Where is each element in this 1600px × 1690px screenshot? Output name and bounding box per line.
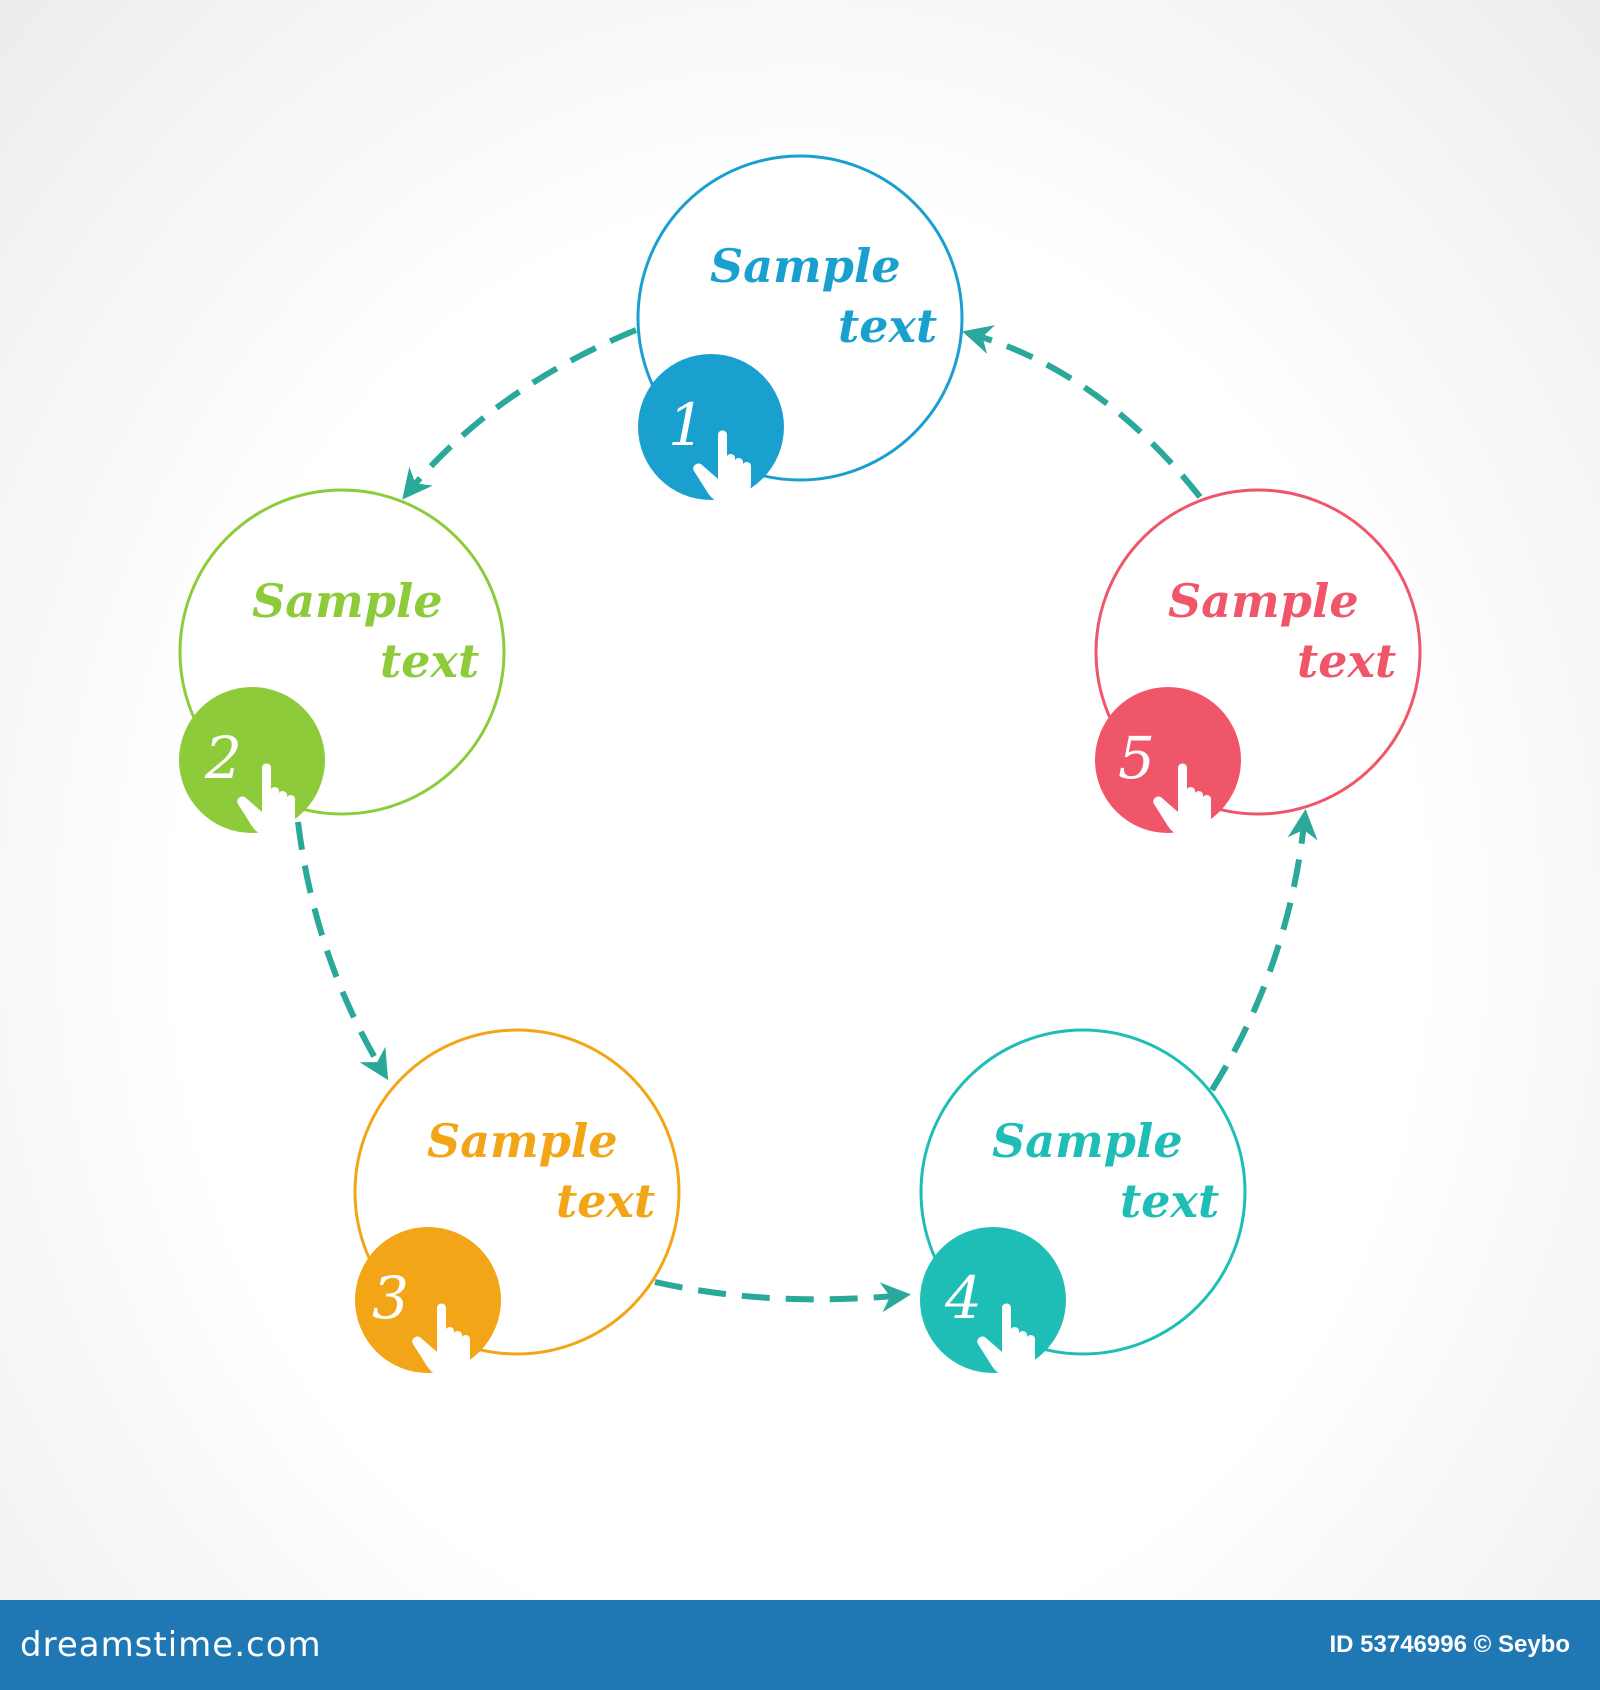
step-5: Sample text 5 [1094,488,1422,836]
arrow-step5-to-step1 [962,325,1203,499]
step-2: Sample text 2 [178,488,506,836]
step-5-label-line2: text [1297,634,1396,688]
step-2-number: 2 [204,724,242,792]
step-1-label-line1: Sample [710,239,901,293]
step-2-label-line2: text [380,634,479,688]
watermark-footer: dreamstime.com ID 53746996 © Seybo [0,1600,1600,1690]
arrow-step4-to-step5 [1209,809,1318,1092]
step-1: Sample text 1 [636,154,964,503]
step-4-label-line2: text [1120,1174,1219,1228]
step-5-number: 5 [1118,724,1155,792]
step-5-label-line1: Sample [1168,574,1359,628]
dreamstime-logo[interactable]: dreamstime.com [20,1625,322,1665]
step-1-label-line2: text [838,299,937,353]
process-cycle-diagram: Sample text 1 Sample text 2 Sample text … [178,154,1422,1376]
arrow-step2-to-step3 [295,821,389,1081]
step-1-number: 1 [668,391,705,459]
step-3-label-line1: Sample [427,1114,618,1168]
image-id-credit: ID 53746996 © Seybo [1329,1631,1571,1658]
arrow-step3-to-step4 [654,1279,911,1313]
step-4-number: 4 [944,1264,982,1332]
step-3: Sample text 3 [353,1028,681,1376]
step-4-label-line1: Sample [992,1114,1183,1168]
step-2-label-line1: Sample [252,574,443,628]
arrow-step1-to-step2 [402,327,638,500]
step-4: Sample text 4 [919,1028,1247,1376]
step-3-label-line2: text [556,1174,655,1228]
step-3-number: 3 [372,1264,409,1332]
